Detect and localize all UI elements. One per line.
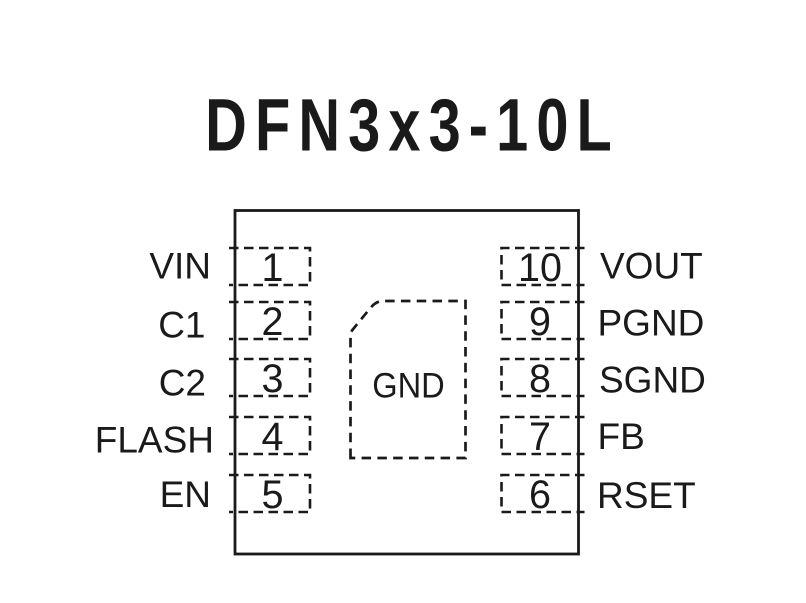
pin-number-4: 4 xyxy=(262,415,284,459)
pin-label-flash: FLASH xyxy=(95,420,214,461)
pin-box-3 xyxy=(229,357,312,398)
pin-number-3: 3 xyxy=(262,357,284,401)
pin-box-2 xyxy=(229,300,312,341)
pin-label-vin: VIN xyxy=(149,246,211,287)
pin-number-10: 10 xyxy=(518,246,562,290)
pin-label-rset: RSET xyxy=(597,475,696,516)
pin-box-5 xyxy=(229,473,312,514)
pin-number-2: 2 xyxy=(262,300,284,344)
pin-box-1 xyxy=(229,246,312,287)
package-outline xyxy=(233,209,580,556)
pin-number-6: 6 xyxy=(529,473,551,517)
pin-label-en: EN xyxy=(160,474,211,515)
pin-label-fb: FB xyxy=(598,416,645,457)
pin-number-7: 7 xyxy=(529,415,551,459)
pin-number-8: 8 xyxy=(529,357,551,401)
pin-label-sgnd: SGND xyxy=(599,360,706,401)
page-title: DFN3x3-10L xyxy=(205,85,620,168)
exposed-pad-label: GND xyxy=(372,366,445,405)
pin-label-c1: C1 xyxy=(158,305,205,346)
pin-label-c2: C2 xyxy=(159,363,206,404)
pin-box-4 xyxy=(229,415,312,456)
pin-number-1: 1 xyxy=(262,246,284,290)
pin-number-5: 5 xyxy=(262,473,284,517)
pin-label-vout: VOUT xyxy=(600,246,703,287)
pin-number-9: 9 xyxy=(529,300,551,344)
pin-label-pgnd: PGND xyxy=(598,303,705,344)
